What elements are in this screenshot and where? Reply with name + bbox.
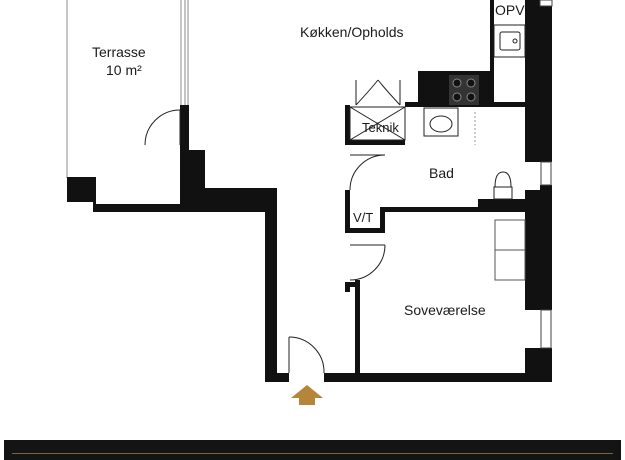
shower-area [494, 219, 526, 281]
terrace-area [66, 0, 189, 178]
technical-box [349, 106, 406, 141]
footer-bar [4, 440, 621, 460]
technical-label: Teknik [362, 120, 399, 135]
laundry-label: V/T [353, 210, 374, 225]
windows [539, 0, 553, 349]
washbasin-icon [423, 107, 459, 137]
doors [144, 79, 401, 374]
terrace-area-label: 10 m² [106, 62, 142, 78]
stove-icon [449, 75, 479, 105]
kitchen-living-label: Køkken/Opholds [300, 24, 404, 40]
toilet-icon [493, 171, 513, 200]
utility-label: OPV [495, 2, 525, 18]
bathroom-label: Bad [429, 165, 454, 181]
sink-icon [499, 31, 521, 51]
arrow-up-icon [291, 385, 323, 405]
bedroom-label: Soveværelse [404, 302, 486, 318]
terrace-label: Terrasse [92, 44, 146, 60]
footer-rule [12, 453, 613, 454]
